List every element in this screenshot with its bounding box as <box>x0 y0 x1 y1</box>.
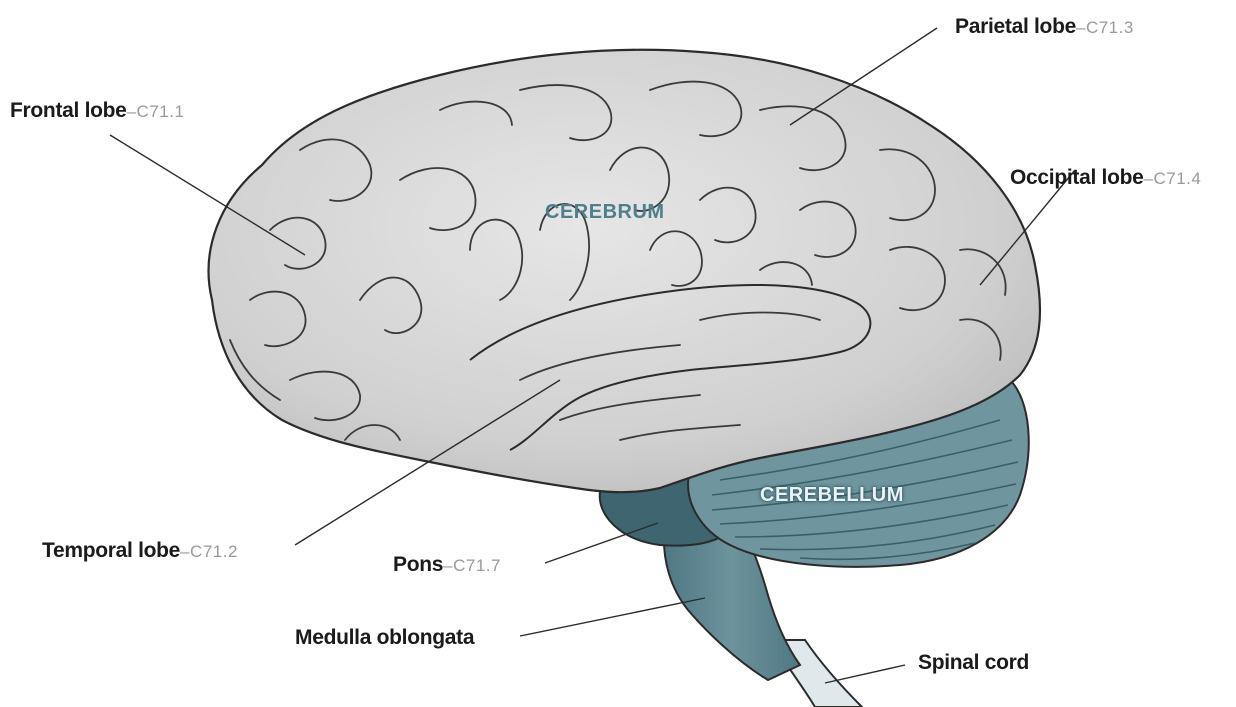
separator: – <box>443 556 453 575</box>
temporal-lobe-name: Temporal lobe <box>42 539 180 562</box>
separator: – <box>180 542 190 561</box>
separator: – <box>1144 169 1154 188</box>
label-frontal-lobe: Frontal lobe–C71.1 <box>10 100 184 121</box>
parietal-lobe-code: C71.3 <box>1086 18 1134 37</box>
occipital-lobe-code: C71.4 <box>1153 169 1201 188</box>
frontal-lobe-name: Frontal lobe <box>10 99 127 122</box>
occipital-lobe-name: Occipital lobe <box>1010 166 1144 189</box>
label-occipital-lobe: Occipital lobe–C71.4 <box>1010 167 1201 188</box>
cerebrum-label: CEREBRUM <box>545 202 665 222</box>
label-medulla-oblongata: Medulla oblongata <box>295 627 474 648</box>
cerebrum-shape <box>209 50 1040 492</box>
frontal-lobe-code: C71.1 <box>137 102 185 121</box>
pointer-spinal <box>825 665 905 683</box>
temporal-lobe-code: C71.2 <box>190 542 238 561</box>
pointer-medulla <box>520 598 705 636</box>
cerebellum-label: CEREBELLUM <box>760 485 904 505</box>
label-spinal-cord: Spinal cord <box>918 652 1029 673</box>
separator: – <box>1076 18 1086 37</box>
spinal-cord-name: Spinal cord <box>918 651 1029 674</box>
parietal-lobe-name: Parietal lobe <box>955 15 1076 38</box>
pointer-pons <box>545 523 658 563</box>
label-temporal-lobe: Temporal lobe–C71.2 <box>42 540 238 561</box>
label-pons: Pons–C71.7 <box>393 554 501 575</box>
medulla-name: Medulla oblongata <box>295 626 474 649</box>
separator: – <box>127 102 137 121</box>
label-parietal-lobe: Parietal lobe–C71.3 <box>955 16 1134 37</box>
pons-name: Pons <box>393 553 443 576</box>
pons-code: C71.7 <box>453 556 501 575</box>
